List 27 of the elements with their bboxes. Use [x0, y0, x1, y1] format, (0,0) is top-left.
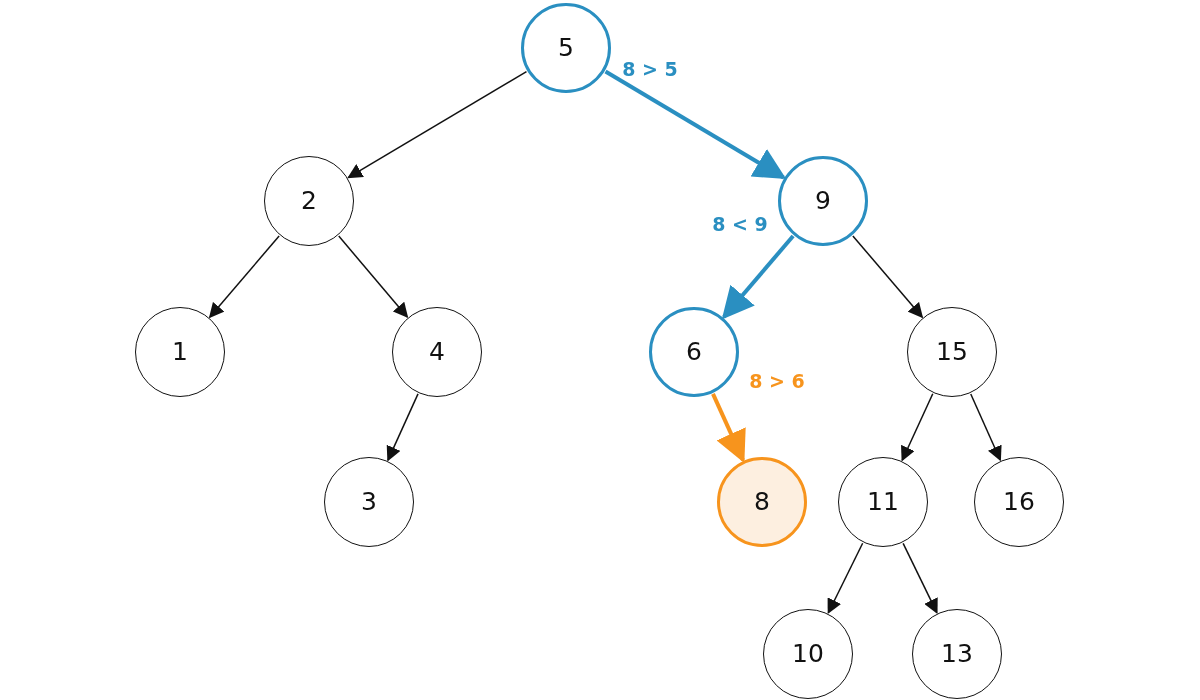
- node-value: 9: [815, 185, 831, 218]
- node-value: 13: [941, 638, 973, 671]
- node-value: 10: [792, 638, 824, 671]
- arrow: [347, 70, 528, 179]
- arrow: [721, 234, 795, 320]
- node-value: 8: [754, 486, 770, 519]
- arrow: [901, 393, 934, 462]
- edge-label: 8 < 9: [712, 211, 768, 237]
- arrow: [852, 235, 924, 319]
- node-value: 11: [867, 486, 899, 519]
- node-value: 5: [558, 32, 574, 65]
- node-value: 1: [172, 336, 188, 369]
- arrow: [902, 542, 938, 614]
- arrow: [386, 393, 419, 462]
- arrow: [970, 393, 1002, 462]
- node-value: 3: [361, 486, 377, 519]
- node-value: 16: [1003, 486, 1035, 519]
- edge-label: 8 > 6: [749, 368, 805, 394]
- edge-label: 8 > 5: [622, 56, 678, 82]
- node-value: 6: [686, 336, 702, 369]
- arrow: [827, 542, 864, 615]
- node-value: 2: [301, 185, 317, 218]
- arrow: [604, 69, 787, 180]
- node-value: 4: [429, 336, 445, 369]
- arrow: [208, 235, 280, 319]
- node-value: 15: [936, 336, 968, 369]
- arrow: [338, 235, 409, 319]
